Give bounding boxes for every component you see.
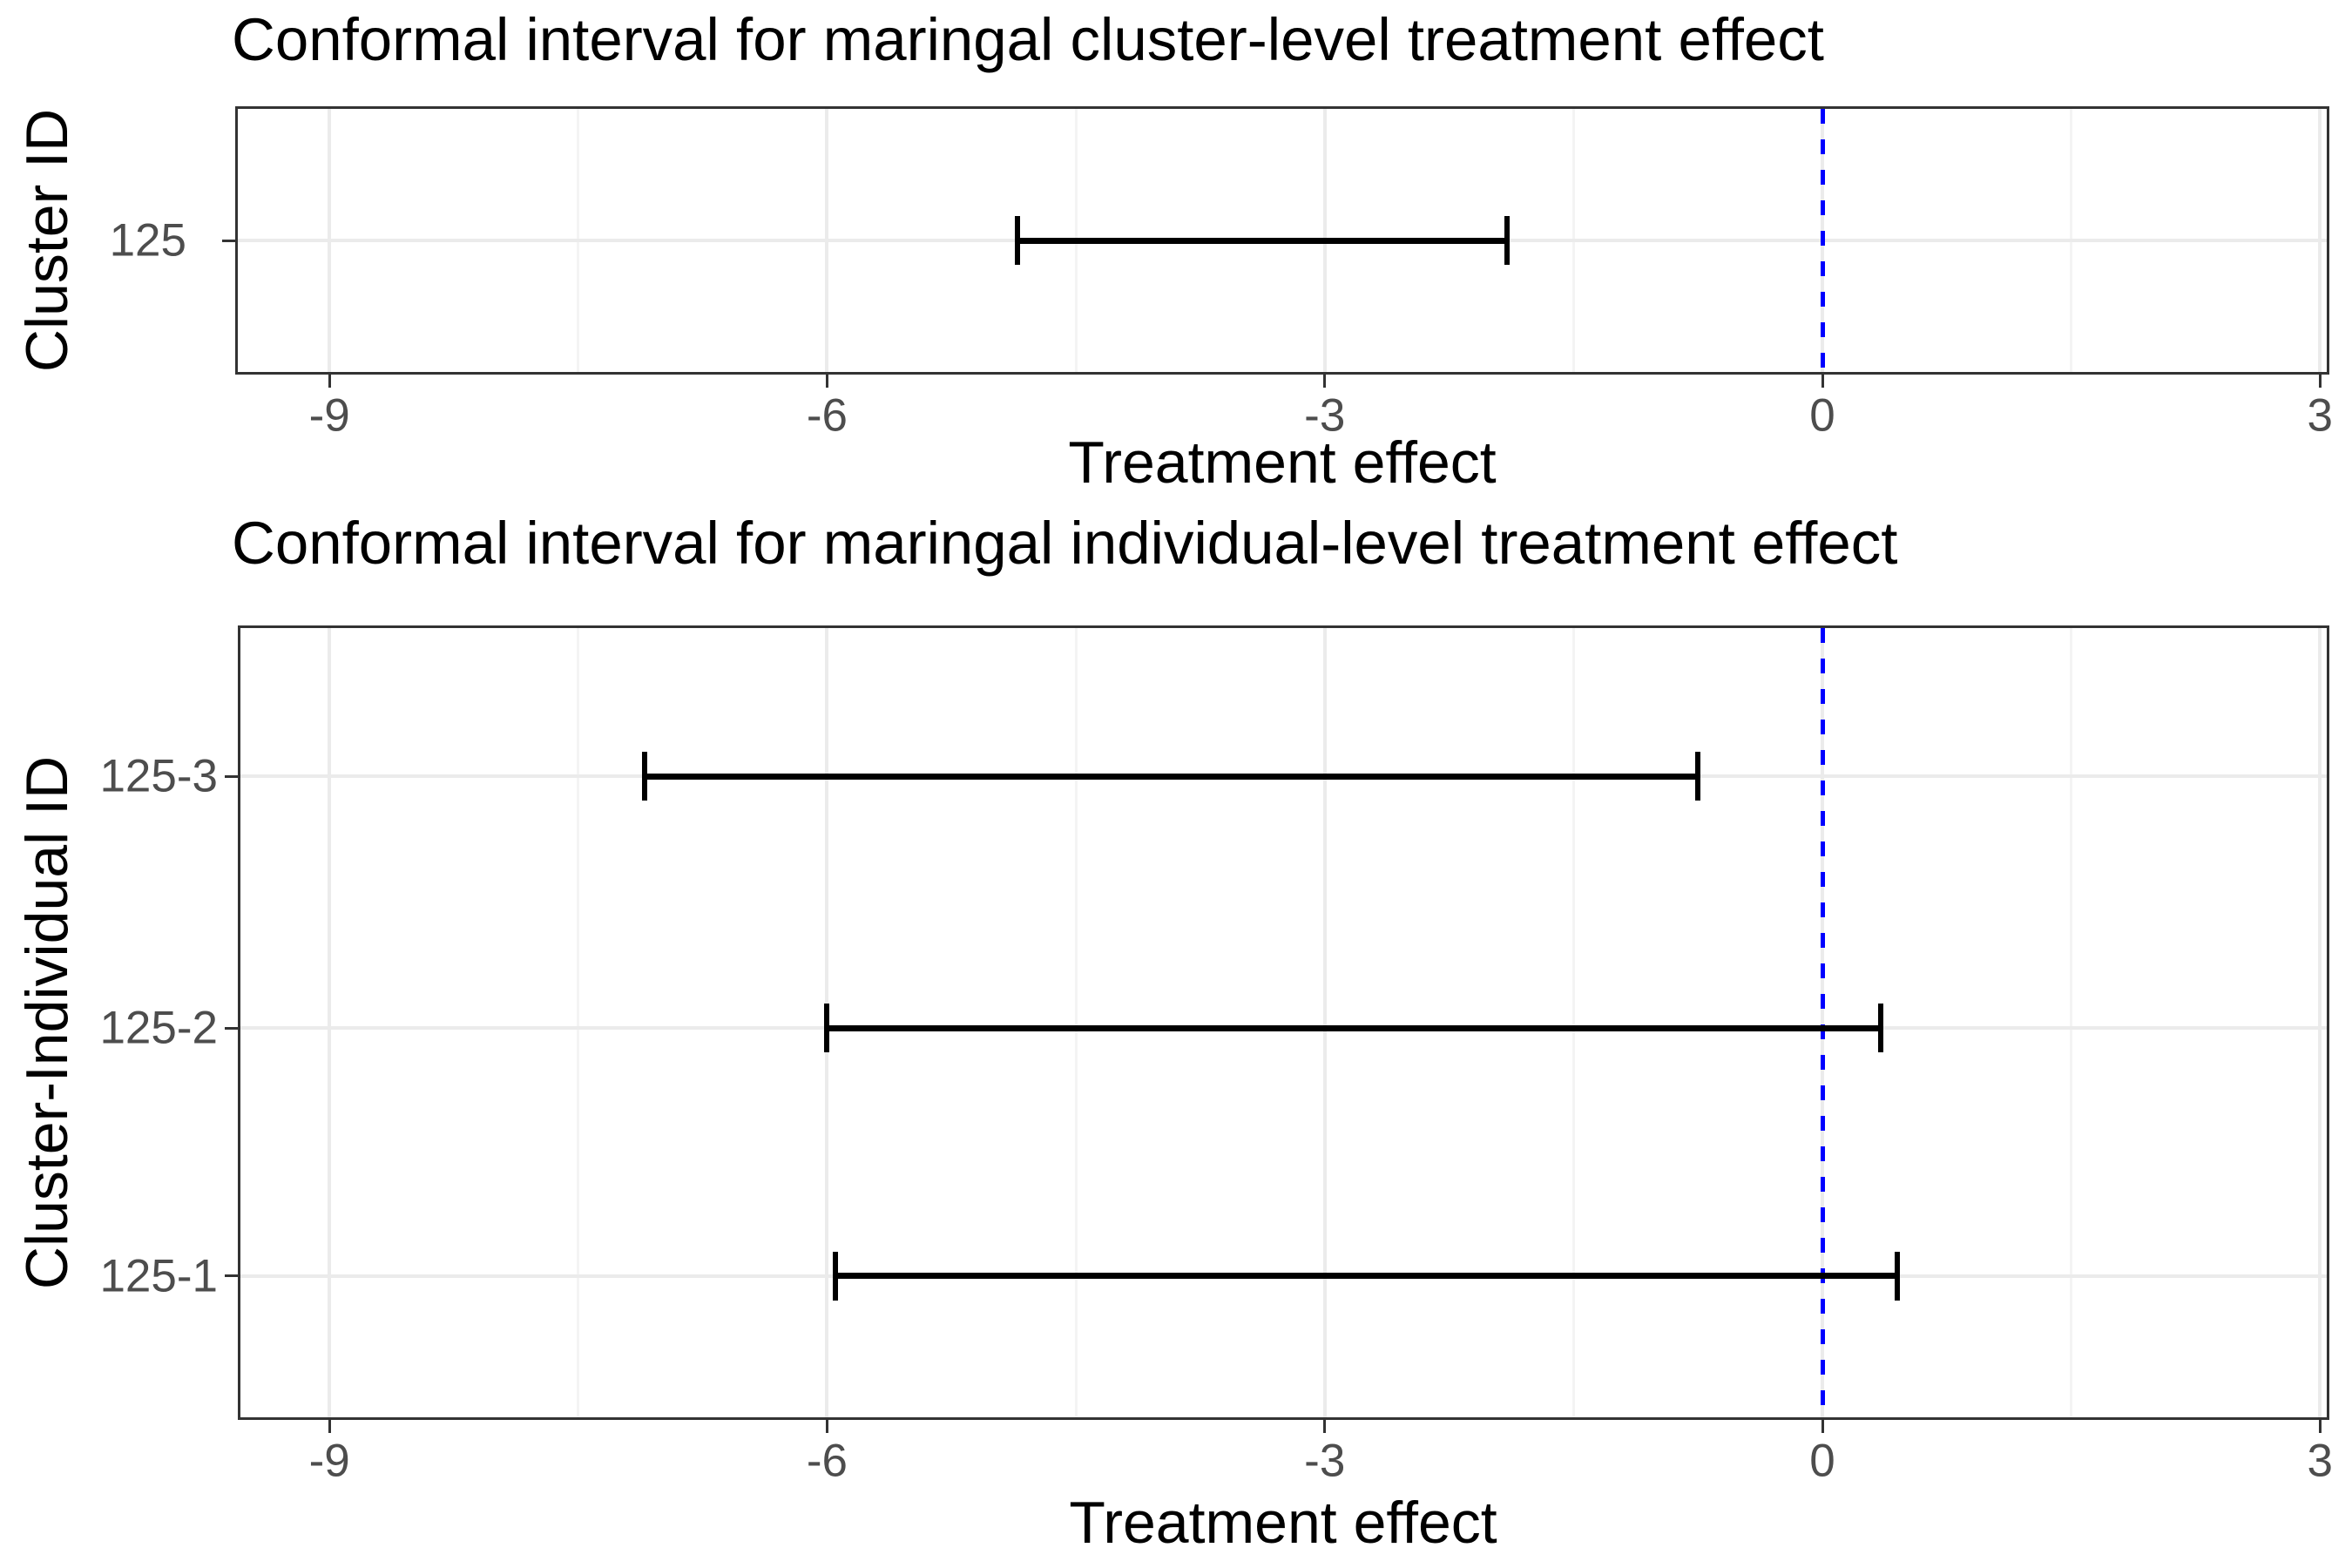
grid-line-major: [1322, 628, 1327, 1417]
x-tick-mark: [825, 375, 828, 388]
zero-reference-line: [1820, 628, 1825, 1417]
x-tick-label: -3: [1304, 389, 1346, 442]
x-tick-mark: [1821, 375, 1824, 388]
x-tick-label: 0: [1809, 1435, 1835, 1487]
grid-line-major: [2318, 628, 2322, 1417]
error-bar-cap-left: [1015, 216, 1021, 265]
plot-title: Conformal interval for maringal individu…: [232, 510, 1898, 577]
x-tick-label: 3: [2307, 389, 2333, 442]
x-axis-title: Treatment effect: [1068, 429, 1497, 496]
x-axis-title: Treatment effect: [1069, 1490, 1497, 1556]
y-tick-mark: [225, 774, 238, 778]
error-bar-line: [1017, 237, 1508, 244]
error-bar-line: [835, 1273, 1897, 1280]
x-tick-label: 0: [1809, 389, 1835, 442]
x-tick-mark: [1323, 1420, 1327, 1433]
x-tick-label: -6: [806, 389, 848, 442]
y-tick-mark: [225, 1026, 238, 1030]
error-bar-cap-right: [1695, 752, 1701, 801]
error-bar-cap-right: [1877, 1004, 1883, 1053]
y-axis-title: Cluster ID: [14, 108, 80, 373]
error-bar-cap-left: [642, 752, 648, 801]
error-bar-cap-left: [833, 1251, 838, 1301]
plot-title: Conformal interval for maringal cluster-…: [232, 6, 1824, 73]
grid-line-major: [328, 628, 332, 1417]
grid-line-minor: [1074, 628, 1078, 1417]
x-tick-label: -3: [1304, 1435, 1346, 1487]
y-axis-title: Cluster-Individual ID: [14, 755, 80, 1290]
x-tick-mark: [328, 375, 331, 388]
x-tick-mark: [2318, 375, 2322, 388]
y-tick-label: 125: [109, 214, 186, 267]
y-tick-mark: [225, 1274, 238, 1278]
error-bar-cap-right: [1894, 1251, 1900, 1301]
x-tick-label: -6: [806, 1435, 848, 1487]
x-tick-label: -9: [308, 389, 350, 442]
x-tick-label: 3: [2307, 1435, 2333, 1487]
y-tick-label: 125-1: [99, 1250, 218, 1302]
grid-line-minor: [2070, 628, 2073, 1417]
x-tick-mark: [2318, 1420, 2322, 1433]
error-bar-cap-right: [1504, 216, 1511, 265]
grid-line-minor: [577, 628, 580, 1417]
error-bar-line: [645, 773, 1699, 780]
y-tick-label: 125-3: [99, 750, 218, 802]
y-tick-label: 125-2: [99, 1002, 218, 1054]
zero-reference-line: [1820, 109, 1825, 372]
x-tick-label: -9: [308, 1435, 350, 1487]
y-tick-mark: [222, 239, 235, 242]
grid-line-minor: [1571, 628, 1575, 1417]
plot-panel: [238, 625, 2329, 1420]
error-bar-cap-left: [824, 1004, 830, 1053]
x-tick-mark: [1821, 1420, 1824, 1433]
error-bar-line: [827, 1024, 1881, 1031]
x-tick-mark: [1323, 375, 1327, 388]
x-tick-mark: [825, 1420, 828, 1433]
x-tick-mark: [328, 1420, 331, 1433]
